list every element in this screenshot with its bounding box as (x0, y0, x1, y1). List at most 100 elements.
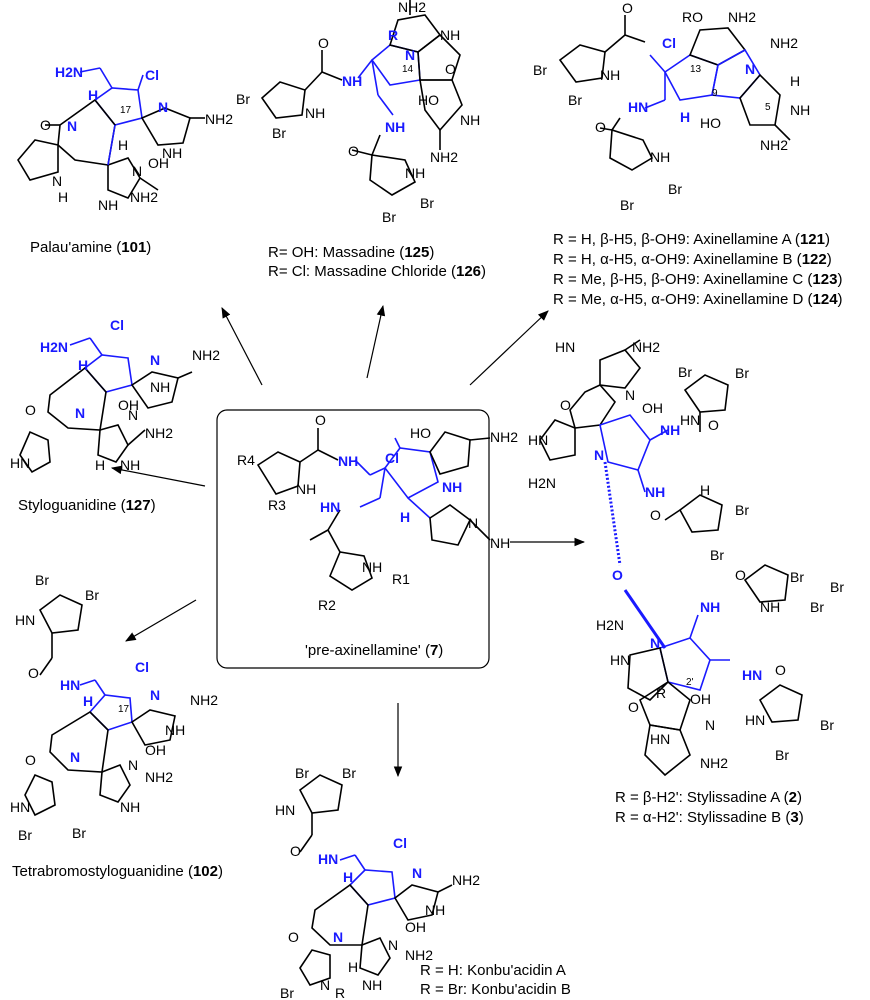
stylissadine-o-amide-1: O (708, 417, 719, 433)
stylissadine-br-3: Br (735, 502, 749, 518)
pre-axinellamine-number: 7 (429, 642, 439, 659)
palauamine-number: 101 (121, 239, 147, 256)
massadine-structure (260, 0, 463, 196)
stylissadine-br-6: Br (830, 579, 844, 595)
tetrabromo-o-2: O (25, 752, 36, 768)
pre-axinellamine-o: O (315, 412, 326, 428)
reaction-arrows (110, 304, 586, 778)
tetrabromo-br-4: Br (72, 825, 86, 841)
axinellamine-br-2: Br (568, 92, 582, 108)
axinellamine-b-number: 122 (801, 251, 827, 268)
konbuacidin-br-3: Br (280, 985, 294, 1000)
tetrabromo-name: Tetrabromostyloguanidine (12, 863, 184, 880)
tetrabromo-br-1: Br (35, 572, 49, 588)
konbuacidin-nh2-bottom: NH2 (405, 947, 433, 963)
tetrabromo-br-3: Br (18, 827, 32, 843)
stylissadine-nh-lower-1: NH (700, 599, 720, 615)
stylissadine-label-b: R = α-H2': Stylissadine B (3) (615, 809, 804, 826)
palauamine-h-mid: H (118, 137, 128, 153)
stylissadine-br-7: Br (810, 599, 824, 615)
konbuacidin-a-text: R = H: Konbu'acidin A (420, 962, 566, 979)
massadine-label-2: R= Cl: Massadine Chloride (126) (268, 263, 487, 280)
axinellamine-cl: Cl (662, 35, 676, 51)
axinellamine-b-text: R = H, α-H5, α-OH9: Axinellamine B (553, 251, 793, 268)
stylissadine-nh-upper: NH (660, 422, 680, 438)
massadine-nh-right: NH (460, 112, 480, 128)
palauamine-nh-bottom: NH (98, 197, 118, 213)
styloguanidine-name: Styloguanidine (18, 497, 117, 514)
konbuacidin-h-lower: H (348, 959, 358, 975)
stylissadine-h2n-left: H2N (528, 475, 556, 491)
stylissadine-hn-top: HN (555, 339, 575, 355)
axinellamine-label-d: R = Me, α-H5, α-OH9: Axinellamine D (124… (553, 291, 843, 308)
axinellamine-nh-pyrrole2: NH (650, 149, 670, 165)
arrow-to-tetrabromo (125, 599, 197, 642)
axinellamine-br-3: Br (668, 181, 682, 197)
konbuacidin-hn-amide: HN (318, 851, 338, 867)
axinellamine-a-number: 121 (799, 231, 825, 248)
stylissadine-o-bridge: O (612, 567, 623, 583)
pre-axinellamine-nh2: NH2 (490, 429, 518, 445)
styloguanidine-oh: OH (118, 397, 139, 413)
axinellamine-c-text: R = Me, β-H5, β-OH9: Axinellamine C (553, 271, 804, 288)
massadine-br-4: Br (382, 209, 396, 225)
stylissadine-br-2: Br (735, 365, 749, 381)
stylissadine-nh2-bottom: NH2 (700, 755, 728, 771)
stylissadine-o-amide-2: O (650, 507, 661, 523)
stylissadine-h2n-lower: H2N (596, 617, 624, 633)
axinellamine-n: N (745, 61, 755, 77)
palauamine-cl: Cl (145, 67, 159, 83)
stylissadine-hn-lower-2: HN (742, 667, 762, 683)
konbuacidin-label-b: R = Br: Konbu'acidin B (420, 980, 571, 999)
tetrabromo-n-imid: N (128, 757, 138, 773)
stylissadine-o-amide-4: O (775, 662, 786, 678)
konbuacidin-r: R (335, 985, 345, 1000)
stylissadine-nh2-top: NH2 (632, 339, 660, 355)
massadine-nh-lower: NH (385, 119, 405, 135)
stylissadine-c2p: 2' (686, 677, 694, 688)
axinellamine-c9: 9 (712, 88, 718, 99)
stylissadine-hn-pyrrole-4: HN (745, 712, 765, 728)
styloguanidine-cl: Cl (110, 317, 124, 333)
palauamine-n-ring: N (67, 118, 77, 134)
axinellamine-c13: 13 (690, 64, 702, 75)
axinellamine-c5: 5 (765, 102, 771, 113)
styloguanidine-hn: HN (10, 455, 30, 471)
styloguanidine-nh2-bottom: NH2 (145, 425, 173, 441)
axinellamine-c-number: 123 (812, 271, 838, 288)
palauamine-label: Palau'amine (101) (30, 239, 152, 256)
stylissadine-a-text: R = β-H2': Stylissadine A (615, 789, 780, 806)
stylissadine-o-lower: O (628, 699, 639, 715)
massadine-line1: R= OH: Massadine (268, 244, 396, 261)
axinellamine-d-number: 124 (812, 291, 838, 308)
axinellamine-label-c: R = Me, β-H5, β-OH9: Axinellamine C (123… (553, 271, 843, 288)
massadine-nh2-top: NH2 (398, 0, 426, 15)
pre-axinellamine-name: 'pre-axinellamine' (305, 642, 421, 659)
massadine-n: N (405, 47, 415, 63)
axinellamine-h-lower: H (680, 109, 690, 125)
stylissadine-hn-bottom: HN (650, 731, 670, 747)
massadine-nh-top: NH (440, 27, 460, 43)
konbuacidin-structure (298, 774, 453, 986)
stylissadine-br-1: Br (678, 364, 692, 380)
stylissadine-label-a: R = β-H2': Stylissadine A (2) (615, 789, 802, 806)
massadine-br-1: Br (236, 91, 250, 107)
axinellamine-hn: HN (628, 99, 648, 115)
center-box (216, 409, 490, 669)
stylissadine-nh-pyrrole-3: NH (760, 599, 780, 615)
arrow-to-axinellamine (469, 310, 549, 386)
palauamine-structure (17, 67, 205, 199)
palauamine-name: Palau'amine (30, 239, 113, 256)
styloguanidine-label: Styloguanidine (127) (18, 497, 156, 514)
pre-axinellamine-nh-imine: NH (490, 535, 510, 551)
massadine-c14: 14 (402, 64, 414, 75)
axinellamine-nh2-top: NH2 (728, 9, 756, 25)
styloguanidine-nh2-top: NH2 (192, 347, 220, 363)
arrow-to-palauamine (221, 307, 263, 386)
palauamine-n-top: N (158, 99, 168, 115)
tetrabromo-nh2-bottom: NH2 (145, 769, 173, 785)
styloguanidine-h: H (78, 357, 88, 373)
styloguanidine-n-imid: N (128, 407, 138, 423)
tetrabromo-label: Tetrabromostyloguanidine (102) (12, 863, 223, 880)
tetrabromo-c17: 17 (118, 704, 130, 715)
